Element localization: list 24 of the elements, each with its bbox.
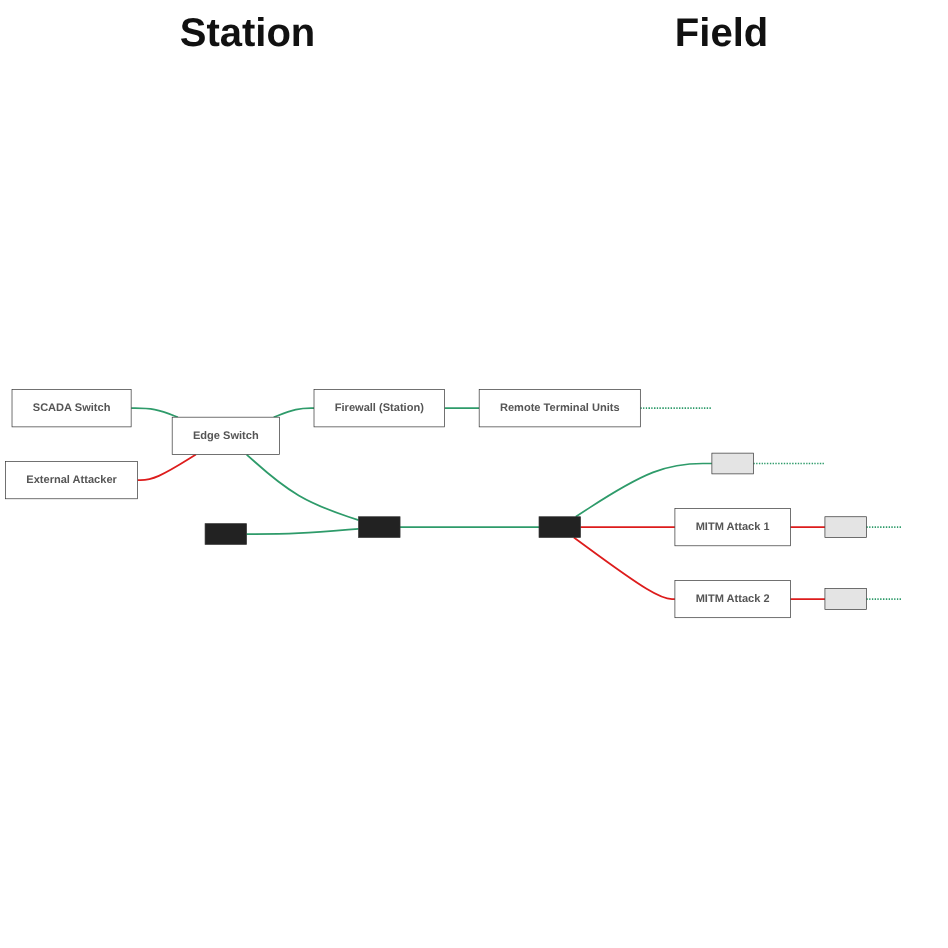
node-box [204,523,247,546]
connector [130,407,179,419]
node-box [358,516,401,539]
connector [865,598,902,601]
connector [574,463,713,518]
connector [399,526,540,529]
connector [639,407,713,410]
section-heading: Field [674,11,769,57]
connector [272,407,315,419]
connector [443,407,481,410]
connector [865,526,902,529]
connector [789,526,826,529]
connector [752,463,826,465]
node-box [824,588,867,611]
connector [789,598,826,601]
section-heading: Station [179,11,316,57]
node-box [538,516,581,539]
node-box [824,516,867,539]
connector [136,454,197,482]
connector [245,528,360,536]
connector [579,526,676,529]
connector [573,537,676,601]
node-box [711,453,754,475]
connector [245,454,360,522]
